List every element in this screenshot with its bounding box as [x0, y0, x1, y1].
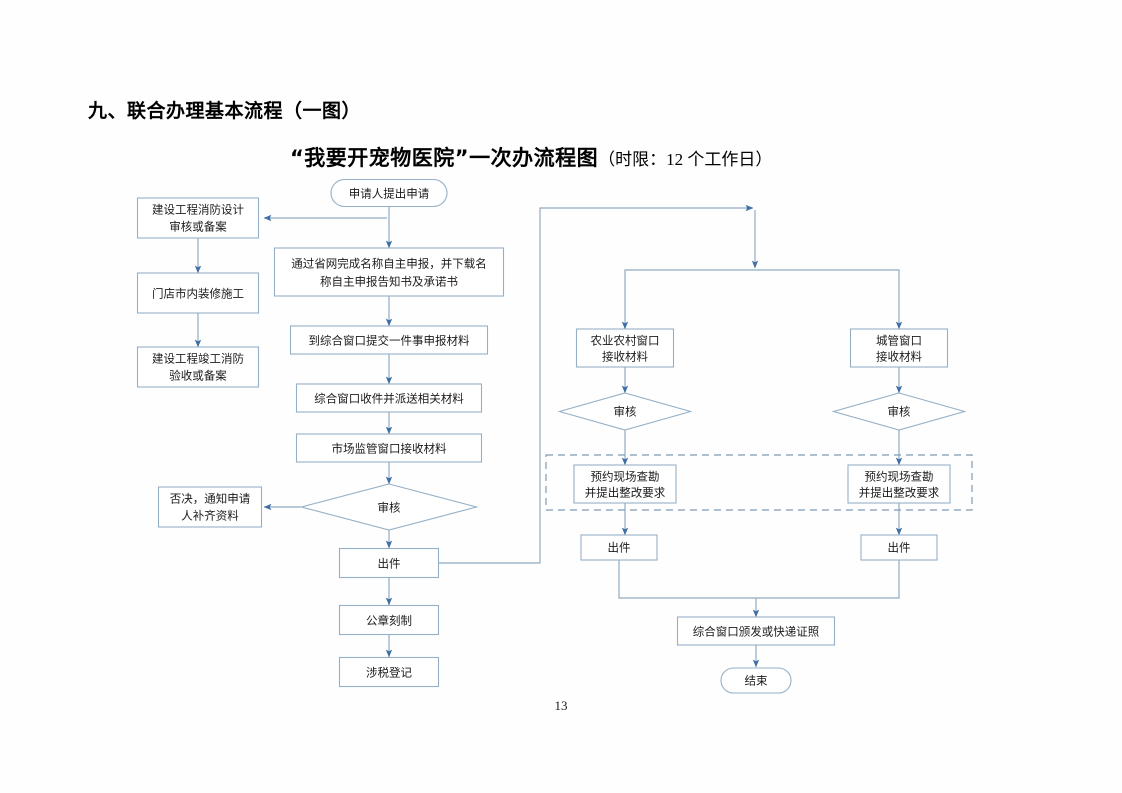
node-end-label: 结束	[745, 674, 768, 688]
flow-edges	[194, 204, 903, 668]
node-start-shape	[330, 178, 448, 208]
node-fire-acceptance-label-1: 建设工程竣工消防	[152, 352, 244, 366]
node-agriculture-receive[interactable]: 农业农村窗口 接收材料	[575, 328, 675, 368]
node-submit-materials-label: 到综合窗口提交一件事申报材料	[309, 334, 470, 348]
node-reject-notice-label-1: 否决，通知申请	[170, 492, 251, 506]
node-survey-urban-label-1: 预约现场查勘	[865, 470, 934, 484]
node-issue-urban-label: 出件	[888, 541, 911, 555]
node-fire-design-label-1: 建设工程消防设计	[152, 203, 244, 217]
node-receive-and-dispatch-label: 综合窗口收件并派送相关材料	[314, 392, 464, 406]
node-reject-notice[interactable]: 否决，通知申请 人补齐资料	[157, 486, 263, 528]
node-name-declaration-label-2: 称自主申报告知书及承诺书	[320, 275, 458, 289]
node-start-label: 申请人提出申请	[349, 187, 430, 201]
node-fire-acceptance[interactable]: 建设工程竣工消防 验收或备案	[136, 346, 260, 388]
node-market-receive[interactable]: 市场监管窗口接收材料	[295, 433, 483, 463]
node-agriculture-receive-label-2: 接收材料	[602, 350, 648, 364]
page-number: 13	[554, 698, 568, 713]
node-deliver-certificate-label: 综合窗口颁发或快递证照	[693, 625, 820, 639]
node-decoration[interactable]: 门店市内装修施工	[136, 272, 260, 314]
node-review-market-label: 审核	[378, 501, 401, 515]
node-seal-engraving-shape	[338, 604, 440, 636]
node-urban-receive[interactable]: 城管窗口 接收材料	[849, 328, 949, 368]
node-issue-agriculture[interactable]: 出件	[580, 534, 658, 561]
node-name-declaration-shape	[273, 247, 505, 297]
node-urban-receive-shape	[849, 328, 949, 368]
node-deliver-certificate-shape	[676, 616, 836, 646]
node-decoration-shape	[136, 272, 260, 314]
node-market-receive-shape	[295, 433, 483, 463]
node-review-urban-shape	[831, 392, 967, 431]
node-agriculture-receive-label-1: 农业农村窗口	[591, 334, 660, 348]
node-review-urban-label: 审核	[888, 405, 911, 419]
node-survey-agriculture-shape	[573, 464, 677, 504]
node-reject-notice-label-2: 人补齐资料	[181, 509, 239, 523]
node-survey-agriculture[interactable]: 预约现场查勘 并提出整改要求	[573, 464, 677, 504]
node-review-market-shape	[299, 483, 479, 531]
node-survey-urban-shape	[847, 464, 951, 504]
node-issue-urban[interactable]: 出件	[860, 534, 938, 561]
node-tax-registration-label: 涉税登记	[366, 666, 412, 680]
node-review-agriculture-label: 审核	[614, 405, 637, 419]
node-survey-agriculture-label-2: 并提出整改要求	[585, 486, 666, 500]
node-fire-design-label-2: 审核或备案	[169, 220, 227, 234]
node-fire-acceptance-shape	[136, 346, 260, 388]
page-title-sub: （时限：12 个工作日）	[598, 150, 773, 169]
edge-issue-to-branch-rail	[439, 204, 754, 564]
section-heading: 九、联合办理基本流程（一图）	[88, 100, 362, 122]
node-receive-and-dispatch[interactable]: 综合窗口收件并派送相关材料	[295, 383, 483, 413]
node-survey-agriculture-label-1: 预约现场查勘	[591, 470, 660, 484]
node-issue-market-label: 出件	[378, 557, 401, 571]
edge-branch-to-urban	[755, 269, 903, 330]
node-seal-engraving-label: 公章刻制	[366, 614, 412, 628]
node-deliver-certificate[interactable]: 综合窗口颁发或快递证照	[676, 616, 836, 646]
node-review-agriculture-shape	[557, 392, 693, 431]
node-fire-design[interactable]: 建设工程消防设计 审核或备案	[136, 197, 260, 239]
node-review-urban[interactable]: 审核	[831, 392, 967, 431]
node-reject-notice-shape	[157, 486, 263, 528]
page-title: “我要开宠物医院”一次办流程图（时限：12 个工作日）	[290, 142, 772, 172]
edge-branch-to-agri	[621, 269, 755, 330]
node-name-declaration[interactable]: 通过省网完成名称自主申报，并下载名 称自主申报告知书及承诺书	[273, 247, 505, 297]
node-submit-materials[interactable]: 到综合窗口提交一件事申报材料	[289, 325, 489, 355]
node-issue-agriculture-shape	[580, 534, 658, 561]
page-title-main: “我要开宠物医院”一次办流程图	[290, 146, 599, 170]
node-name-declaration-label-1: 通过省网完成名称自主申报，并下载名	[291, 257, 487, 271]
node-issue-market[interactable]: 出件	[338, 547, 440, 579]
edge-merge-bar	[618, 560, 900, 599]
node-end-shape	[720, 667, 792, 694]
node-survey-urban-label-2: 并提出整改要求	[859, 486, 940, 500]
node-start[interactable]: 申请人提出申请	[330, 178, 448, 208]
flow-nodes: 申请人提出申请 建设工程消防设计 审核或备案 门店市内装修施工 建设工程竣工消防…	[136, 178, 967, 694]
node-fire-acceptance-label-2: 验收或备案	[169, 369, 227, 383]
node-agriculture-receive-shape	[575, 328, 675, 368]
node-tax-registration[interactable]: 涉税登记	[338, 656, 440, 688]
node-fire-design-shape	[136, 197, 260, 239]
node-market-receive-label: 市场监管窗口接收材料	[332, 442, 447, 456]
node-urban-receive-label-1: 城管窗口	[876, 334, 922, 348]
node-end[interactable]: 结束	[720, 667, 792, 694]
node-submit-materials-shape	[289, 325, 489, 355]
node-urban-receive-label-2: 接收材料	[876, 350, 922, 364]
node-issue-market-shape	[338, 547, 440, 579]
node-review-agriculture[interactable]: 审核	[557, 392, 693, 431]
node-receive-and-dispatch-shape	[295, 383, 483, 413]
node-seal-engraving[interactable]: 公章刻制	[338, 604, 440, 636]
node-survey-urban[interactable]: 预约现场查勘 并提出整改要求	[847, 464, 951, 504]
node-decoration-label: 门店市内装修施工	[152, 287, 244, 301]
node-review-market[interactable]: 审核	[299, 483, 479, 531]
node-tax-registration-shape	[338, 656, 440, 688]
node-issue-urban-shape	[860, 534, 938, 561]
node-issue-agriculture-label: 出件	[608, 541, 631, 555]
